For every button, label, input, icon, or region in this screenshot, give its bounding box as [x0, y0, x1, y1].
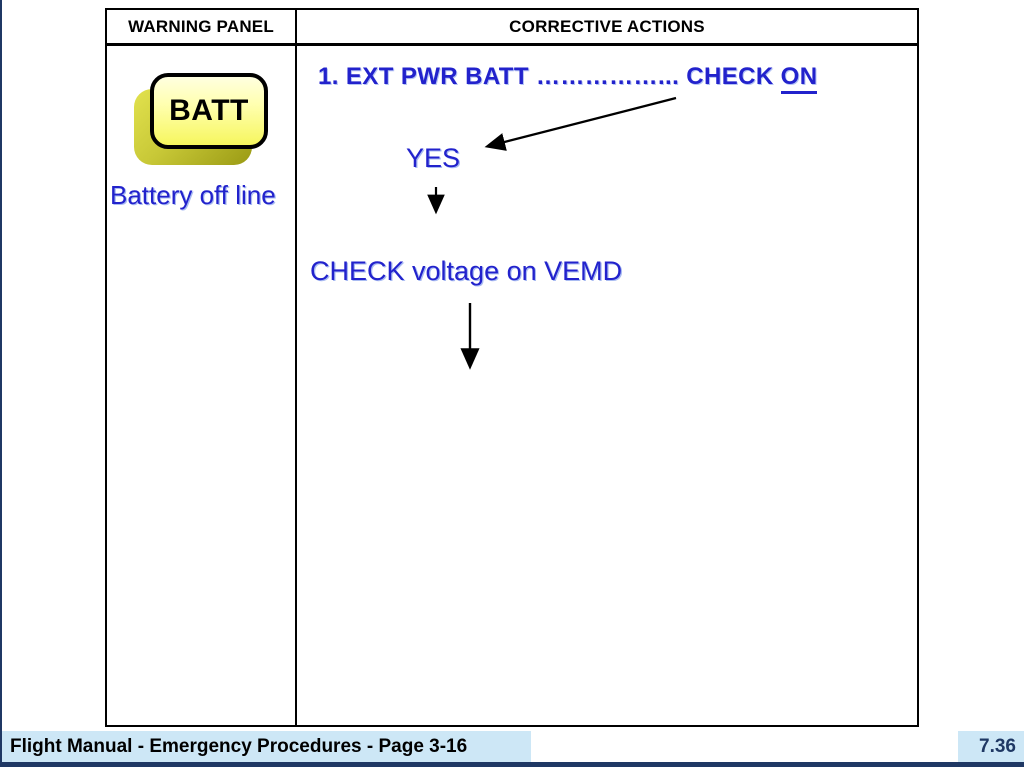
batt-button-label: BATT	[169, 94, 249, 127]
page-number: 7.36	[979, 735, 1016, 757]
battery-off-line-caption: Battery off line	[110, 180, 276, 210]
step1-instruction: 1. EXT PWR BATT ……………... CHECK ON	[318, 63, 818, 94]
corrective-actions-cell: 1. EXT PWR BATT ……………... CHECK ON YES CH…	[297, 46, 917, 725]
step1-on-underlined: ON	[780, 63, 818, 94]
check-voltage-label: CHECK voltage on VEMD	[310, 256, 623, 286]
step1-text: 1. EXT PWR BATT ……………... CHECK	[318, 63, 781, 90]
yes-label: YES	[406, 143, 461, 173]
bottom-edge-stripe	[0, 762, 1024, 767]
table-header-row: WARNING PANEL CORRECTIVE ACTIONS	[107, 10, 917, 46]
footer-title: Flight Manual - Emergency Procedures - P…	[10, 735, 468, 757]
batt-warning-light: BATT	[150, 73, 268, 149]
warning-panel-header: WARNING PANEL	[107, 10, 297, 43]
warning-panel-cell: BATT Battery off line	[107, 46, 297, 725]
table-body-row: BATT Battery off line 1. EXT PWR BATT ………	[107, 46, 917, 725]
page-number-badge: 7.36	[958, 731, 1024, 762]
corrective-actions-header: CORRECTIVE ACTIONS	[509, 16, 705, 36]
left-edge-stripe	[0, 0, 2, 767]
footer-bar: Flight Manual - Emergency Procedures - P…	[0, 731, 531, 762]
procedure-table: WARNING PANEL CORRECTIVE ACTIONS BATT Ba…	[105, 8, 919, 727]
